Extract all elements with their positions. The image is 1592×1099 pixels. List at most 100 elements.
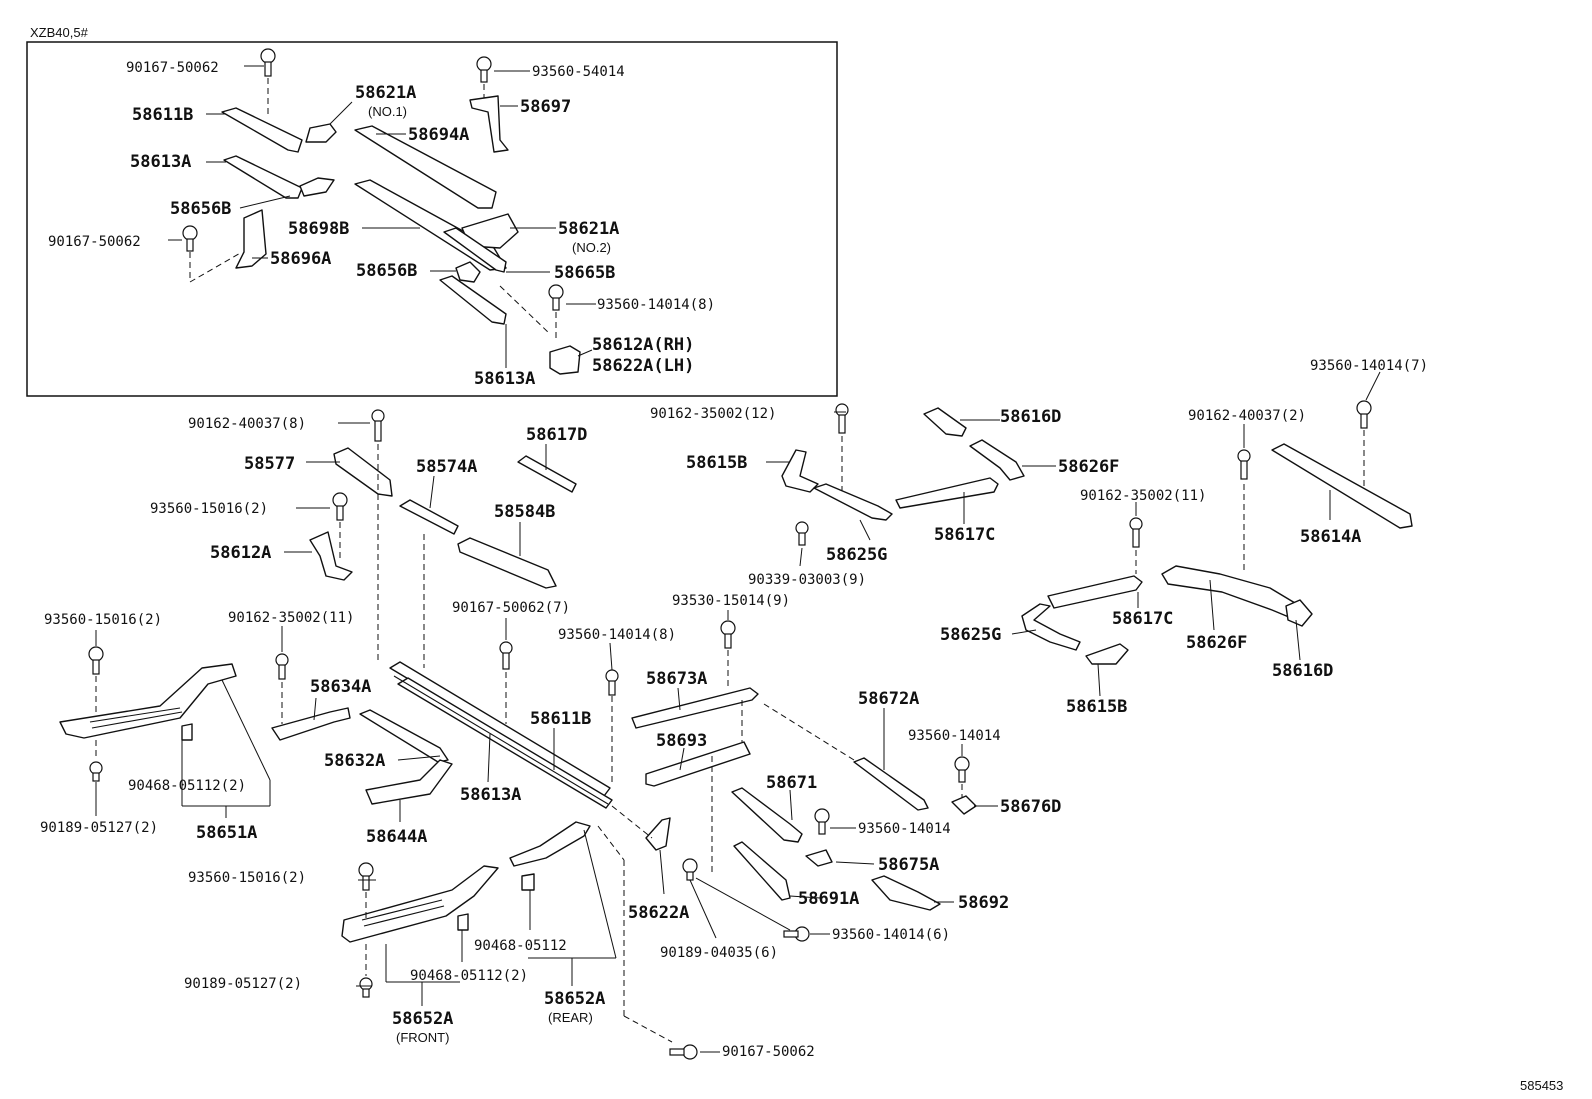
part-58622A: [645, 817, 671, 851]
label-58617C: 58617C: [934, 525, 995, 545]
part-58652A-front: [341, 865, 499, 943]
label-93560-14014-8: 93560-14014(8): [597, 297, 715, 313]
part-58617D: [517, 455, 577, 493]
part-58665B: [443, 227, 507, 273]
label-93560-15016-2: 93560-15016(2): [44, 612, 162, 628]
label-90162-40037-2: 90162-40037(2): [1188, 408, 1306, 424]
label-58621A: 58621A: [355, 83, 416, 103]
model-code: XZB40,5#: [30, 25, 89, 40]
label-90468-05112-2: 90468-05112(2): [128, 778, 246, 794]
label-58634A: 58634A: [310, 677, 371, 697]
part-58675A: [805, 849, 833, 867]
label-58613A: 58613A: [460, 785, 521, 805]
label-58694A: 58694A: [408, 125, 469, 145]
main-labels: 90162-40037(8) 58617D 58577 58574A 93560…: [40, 358, 1428, 1060]
label-58616D: 58616D: [1272, 661, 1333, 681]
label-58672A: 58672A: [858, 689, 919, 709]
label-58626F: 58626F: [1058, 457, 1119, 477]
label-90167-50062: 90167-50062: [126, 60, 219, 76]
label-58615B: 58615B: [686, 453, 747, 473]
label-58693: 58693: [656, 731, 707, 751]
label-58696A: 58696A: [270, 249, 331, 269]
bolt-icon: [358, 862, 374, 920]
part-58693: [645, 741, 751, 787]
label-58615B: 58615B: [1066, 697, 1127, 717]
part-58614A: [1271, 443, 1413, 529]
label-93560-15016-2: 93560-15016(2): [188, 870, 306, 886]
screw-icon: [605, 669, 619, 696]
label-58625G: 58625G: [940, 625, 1001, 645]
part-58617C: [895, 477, 999, 509]
part-90468-05112: [457, 913, 469, 931]
label-93560-54014: 93560-54014: [532, 64, 625, 80]
bolt-icon: [260, 48, 276, 118]
bolt-icon: [1356, 400, 1372, 486]
label-58611B: 58611B: [132, 105, 193, 125]
part-58584B: [457, 537, 557, 589]
label-front: (FRONT): [396, 1030, 449, 1045]
screw-icon: [499, 641, 513, 670]
pin-icon: [682, 858, 698, 881]
clip-icon: [795, 521, 809, 546]
label-58577: 58577: [244, 454, 295, 474]
bolt-icon: [476, 56, 492, 98]
label-58617C: 58617C: [1112, 609, 1173, 629]
bolt-icon: [720, 620, 736, 690]
label-90162-35002-11: 90162-35002(11): [1080, 488, 1206, 504]
part-58577: [333, 447, 393, 497]
label-58611B: 58611B: [530, 709, 591, 729]
label-58698B: 58698B: [288, 219, 349, 239]
part-58625G: [813, 483, 893, 521]
label-90162-35002-12: 90162-35002(12): [650, 406, 776, 422]
label-58574A: 58574A: [416, 457, 477, 477]
part-58652A-rear: [509, 821, 591, 867]
label-no1: (NO.1): [368, 104, 407, 119]
label-58626F: 58626F: [1186, 633, 1247, 653]
label-90468-05112-2: 90468-05112(2): [410, 968, 528, 984]
label-58652A: 58652A: [392, 1009, 453, 1029]
part-58673A: [631, 687, 759, 729]
label-58644A: 58644A: [366, 827, 427, 847]
part-58672A: [853, 757, 929, 811]
pin-icon: [89, 740, 103, 782]
label-58692: 58692: [958, 893, 1009, 913]
screw-icon: [835, 403, 849, 494]
label-90189-05127-2: 90189-05127(2): [40, 820, 158, 836]
part-58615B: [1085, 643, 1129, 665]
bolt-icon: [954, 756, 970, 798]
label-93560-14014-8: 93560-14014(8): [558, 627, 676, 643]
part-58692: [871, 875, 941, 911]
main-parts: [59, 400, 1413, 1060]
part-58626F: [1161, 565, 1301, 621]
part-58611B: [221, 107, 303, 153]
part-58617C: [1047, 575, 1143, 609]
label-58617D: 58617D: [526, 425, 587, 445]
screw-icon: [1129, 517, 1143, 574]
bolt-icon: [88, 646, 104, 716]
part-90468-05112: [521, 873, 535, 891]
label-58613A: 58613A: [474, 369, 535, 389]
screw-icon: [371, 409, 385, 442]
label-58612A: 58612A: [210, 543, 271, 563]
label-90162-40037-8: 90162-40037(8): [188, 416, 306, 432]
label-93560-15016-2: 93560-15016(2): [150, 501, 268, 517]
part-58696A: [235, 209, 267, 269]
part-58651A: [59, 663, 237, 739]
label-58656B: 58656B: [356, 261, 417, 281]
label-58613A: 58613A: [130, 152, 191, 172]
part-58691A: [733, 841, 791, 901]
part-58612A: [309, 531, 353, 581]
label-rear: (REAR): [548, 1010, 593, 1025]
label-90167-50062: 90167-50062: [48, 234, 141, 250]
part-58676D: [951, 795, 977, 815]
bolt-icon: [332, 492, 348, 560]
part-58613A: [223, 155, 303, 199]
inset-leaders: [168, 65, 596, 368]
label-58651A: 58651A: [196, 823, 257, 843]
label-90339-03003-9: 90339-03003(9): [748, 572, 866, 588]
label-no2: (NO.2): [572, 240, 611, 255]
label-58675A: 58675A: [878, 855, 939, 875]
label-58614A: 58614A: [1300, 527, 1361, 547]
part-58616D: [923, 407, 967, 437]
label-58665B: 58665B: [554, 263, 615, 283]
